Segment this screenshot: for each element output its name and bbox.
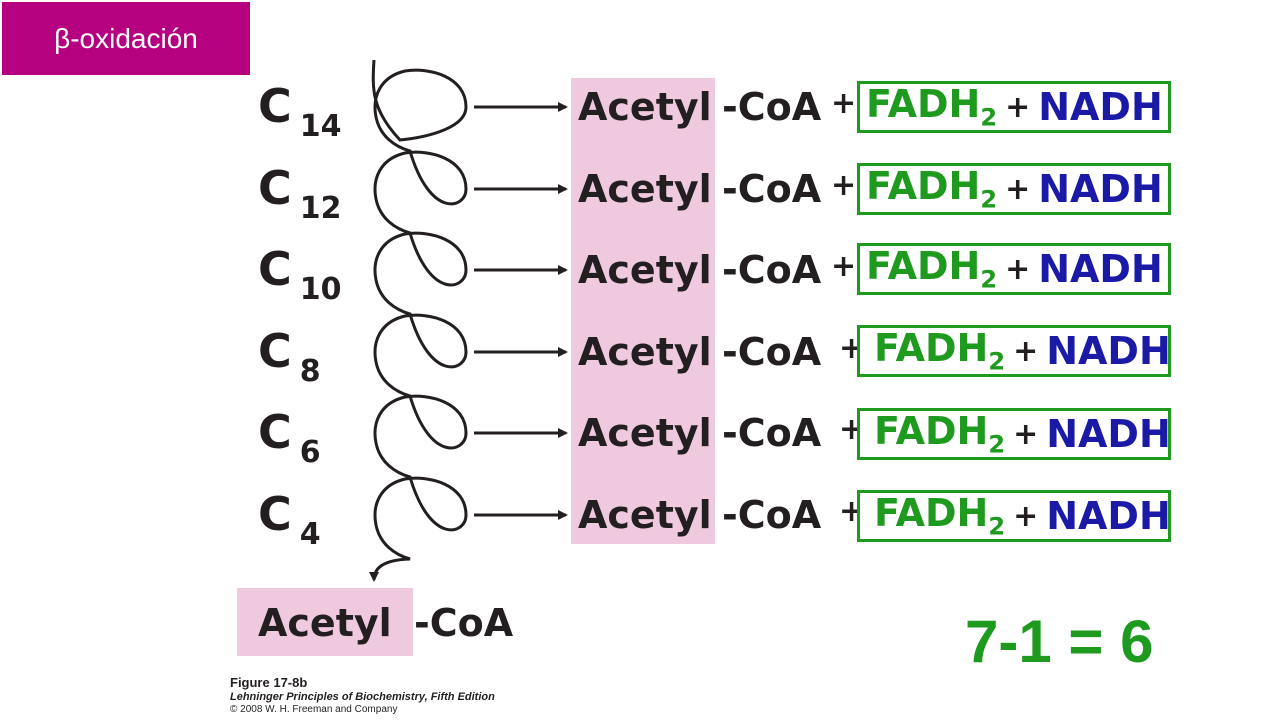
plus-sign: + bbox=[831, 86, 857, 121]
nadh-label: NADH bbox=[1046, 494, 1171, 538]
spiral-path bbox=[369, 59, 468, 582]
nadh-label: NADH bbox=[1046, 412, 1171, 456]
energy-carriers-box: FADH2+NADH bbox=[857, 325, 1171, 377]
fadh2-label: FADH2 bbox=[874, 491, 1005, 541]
nadh-label: NADH bbox=[1046, 329, 1171, 373]
carbon-count: 12 bbox=[299, 191, 342, 226]
acetyl-label: Acetyl bbox=[578, 248, 712, 292]
fadh-text: FADH bbox=[866, 244, 981, 289]
coa-label: -CoA bbox=[722, 330, 822, 374]
final-acetyl-label: Acetyl bbox=[258, 601, 392, 645]
fadh-text: FADH bbox=[866, 82, 981, 127]
fadh2-label: FADH2 bbox=[866, 164, 997, 214]
coa-label: -CoA bbox=[722, 248, 822, 292]
energy-carriers-box: FADH2+NADH bbox=[857, 81, 1171, 133]
plus-sign: + bbox=[1013, 333, 1039, 369]
figure-caption: Figure 17-8b Lehninger Principles of Bio… bbox=[230, 675, 495, 715]
book-title: Lehninger Principles of Biochemistry, Fi… bbox=[230, 690, 495, 703]
plus-sign: + bbox=[831, 249, 857, 284]
plus-sign: + bbox=[831, 168, 857, 203]
plus-sign: + bbox=[1005, 171, 1031, 207]
acetyl-label: Acetyl bbox=[578, 85, 712, 129]
fadh-subscript: 2 bbox=[988, 430, 1006, 459]
acetyl-highlight-column bbox=[571, 78, 715, 544]
section-title-tag: β-oxidación bbox=[2, 2, 250, 75]
carbon-letter: C bbox=[258, 487, 292, 541]
fadh-text: FADH bbox=[866, 164, 981, 209]
coa-label: -CoA bbox=[722, 493, 822, 537]
final-acetyl-highlight bbox=[237, 588, 413, 656]
fadh-text: FADH bbox=[874, 326, 989, 371]
plus-sign: + bbox=[1005, 251, 1031, 287]
carbon-count: 14 bbox=[299, 109, 342, 144]
atp-equation: 7-1 = 6 bbox=[965, 608, 1154, 675]
acetyl-label: Acetyl bbox=[578, 167, 712, 211]
plus-sign: + bbox=[1005, 89, 1031, 125]
fadh-subscript: 2 bbox=[980, 103, 998, 132]
nadh-label: NADH bbox=[1038, 247, 1163, 291]
fadh2-label: FADH2 bbox=[866, 82, 997, 132]
energy-carriers-box: FADH2+NADH bbox=[857, 163, 1171, 215]
nadh-label: NADH bbox=[1038, 167, 1163, 211]
energy-carriers-box: FADH2+NADH bbox=[857, 490, 1171, 542]
fadh-subscript: 2 bbox=[980, 185, 998, 214]
fadh2-label: FADH2 bbox=[866, 244, 997, 294]
carbon-count: 8 bbox=[299, 354, 321, 389]
fadh-subscript: 2 bbox=[988, 347, 1006, 376]
coa-label: -CoA bbox=[722, 167, 822, 211]
final-coa-label: -CoA bbox=[414, 601, 514, 645]
fadh-text: FADH bbox=[874, 409, 989, 454]
plus-sign: + bbox=[1013, 498, 1039, 534]
coa-label: -CoA bbox=[722, 85, 822, 129]
fadh2-label: FADH2 bbox=[874, 326, 1005, 376]
energy-carriers-box: FADH2+NADH bbox=[857, 408, 1171, 460]
acetyl-label: Acetyl bbox=[578, 411, 712, 455]
carbon-letter: C bbox=[258, 324, 292, 378]
carbon-count: 4 bbox=[299, 517, 321, 552]
plus-sign: + bbox=[1013, 416, 1039, 452]
fadh-text: FADH bbox=[874, 491, 989, 536]
carbon-letter: C bbox=[258, 242, 292, 296]
nadh-label: NADH bbox=[1038, 85, 1163, 129]
coa-label: -CoA bbox=[722, 411, 822, 455]
acetyl-label: Acetyl bbox=[578, 330, 712, 374]
figure-number: Figure 17-8b bbox=[230, 675, 308, 690]
carbon-letter: C bbox=[258, 161, 292, 215]
copyright-line: © 2008 W. H. Freeman and Company bbox=[230, 703, 398, 715]
energy-carriers-box: FADH2+NADH bbox=[857, 243, 1171, 295]
fadh-subscript: 2 bbox=[988, 512, 1006, 541]
carbon-count: 6 bbox=[299, 435, 321, 470]
carbon-letter: C bbox=[258, 405, 292, 459]
carbon-count: 10 bbox=[299, 272, 342, 307]
carbon-letter: C bbox=[258, 79, 292, 133]
fadh2-label: FADH2 bbox=[874, 409, 1005, 459]
acetyl-label: Acetyl bbox=[578, 493, 712, 537]
fadh-subscript: 2 bbox=[980, 265, 998, 294]
